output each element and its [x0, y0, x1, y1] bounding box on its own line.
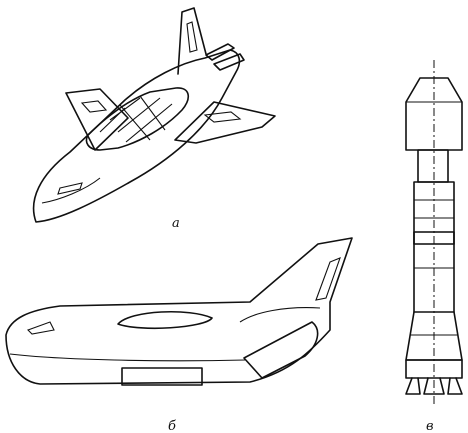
lifting-body-fuselage [5, 237, 353, 385]
rocket-nozzles [405, 377, 463, 395]
shuttle-left-wing [65, 88, 129, 151]
rocket-body [413, 181, 455, 313]
shuttle-tail [177, 7, 207, 75]
label-lifting-body: б [168, 419, 176, 433]
shuttle-payload-bay [85, 87, 189, 151]
rocket-drawing: в [405, 60, 463, 433]
shuttle-right-wing [174, 101, 276, 144]
lifting-body-rear-panel [243, 321, 319, 379]
lifting-body-bay [121, 367, 203, 386]
lifting-body-drawing: б [5, 237, 353, 433]
label-rocket: в [426, 419, 434, 433]
label-shuttle: а [172, 216, 180, 231]
shuttle-drawing: а [32, 7, 276, 231]
shuttle-fuselage [32, 49, 241, 223]
